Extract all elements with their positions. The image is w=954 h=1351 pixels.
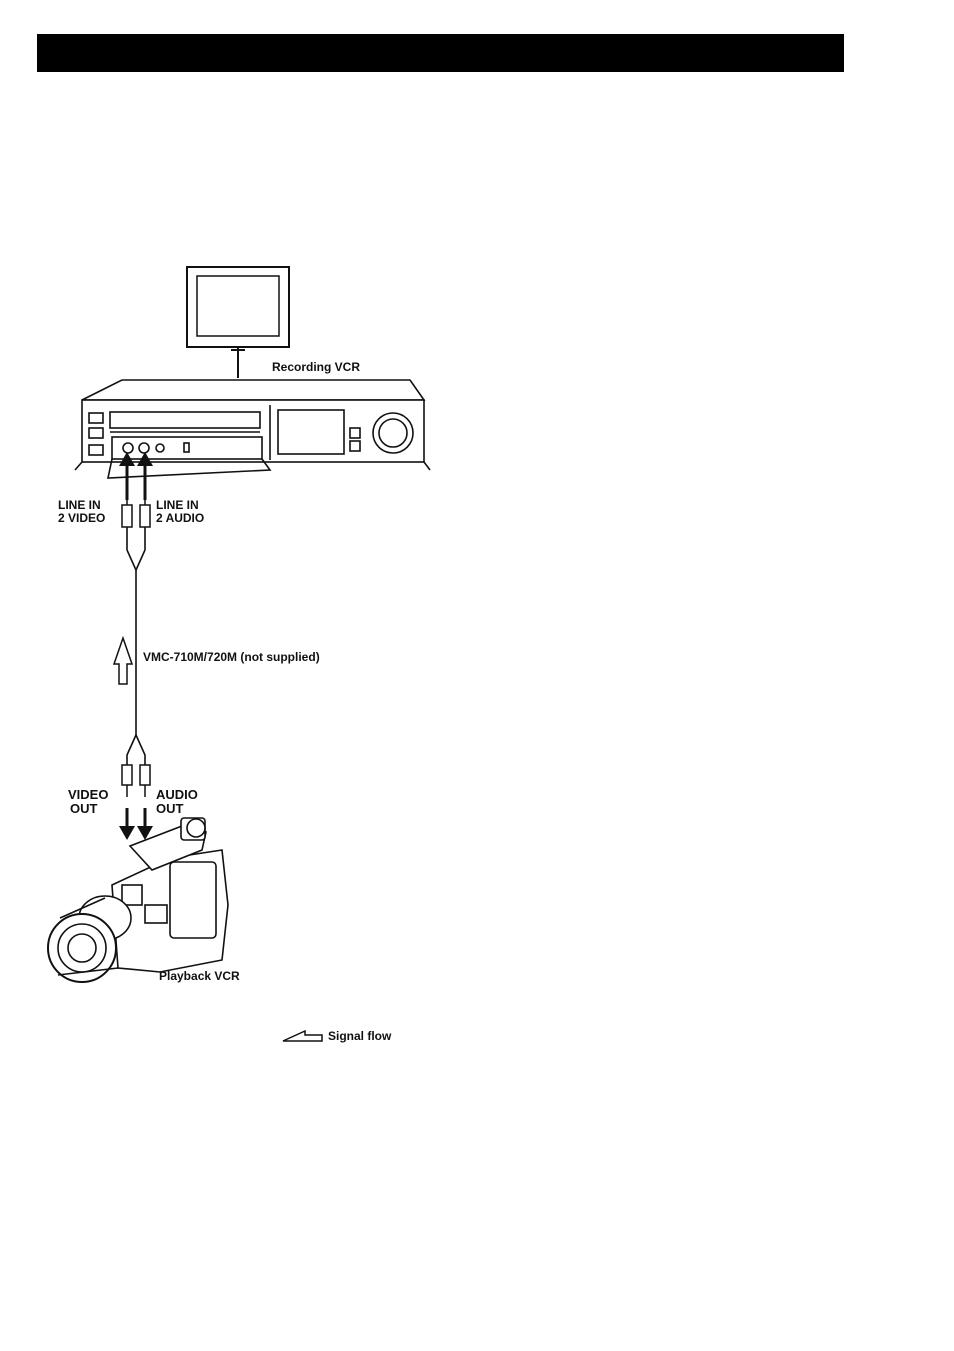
line-in-video-line2: 2 VIDEO	[58, 512, 105, 525]
output-arrows	[119, 808, 153, 840]
line-in-audio-line1: LINE IN	[156, 499, 204, 512]
audio-out-label: AUDIO OUT	[156, 788, 198, 815]
signal-flow-legend-icon	[283, 1031, 322, 1041]
signal-flow-legend-label: Signal flow	[328, 1030, 391, 1043]
line-in-audio-label: LINE IN 2 AUDIO	[156, 499, 204, 524]
audio-out-line2: OUT	[156, 802, 198, 816]
cable-signal-arrow	[114, 638, 132, 684]
connection-cable	[127, 527, 145, 765]
output-plugs	[122, 765, 150, 797]
playback-camcorder	[48, 818, 228, 982]
line-in-audio-line2: 2 AUDIO	[156, 512, 204, 525]
video-out-label: VIDEO OUT	[68, 788, 108, 815]
video-out-line1: VIDEO	[68, 788, 108, 802]
line-in-video-label: LINE IN 2 VIDEO	[58, 499, 105, 524]
video-out-line2: OUT	[68, 802, 108, 816]
playback-vcr-label: Playback VCR	[159, 970, 240, 983]
line-in-video-line1: LINE IN	[58, 499, 105, 512]
audio-out-line1: AUDIO	[156, 788, 198, 802]
recording-vcr-label: Recording VCR	[272, 361, 360, 374]
cable-label: VMC-710M/720M (not supplied)	[143, 651, 320, 664]
